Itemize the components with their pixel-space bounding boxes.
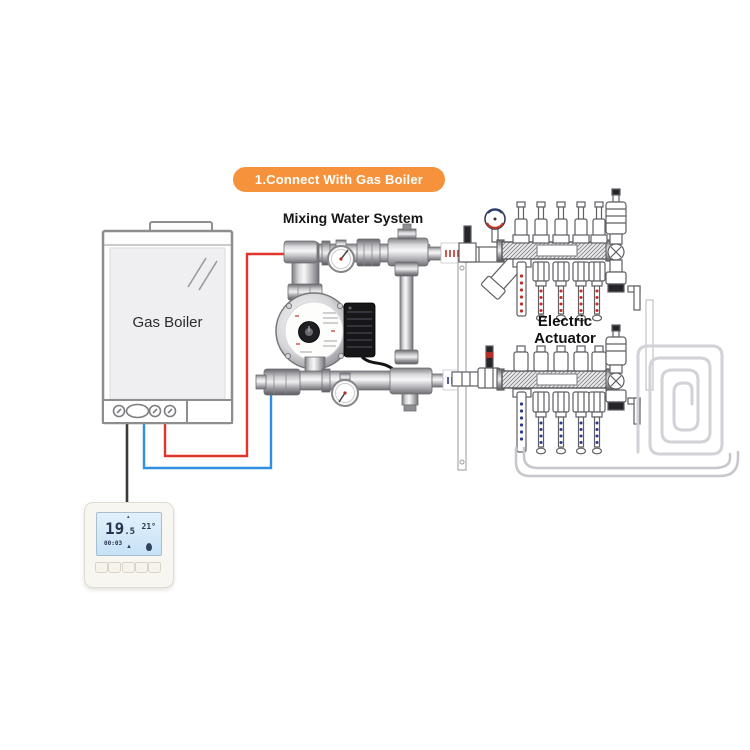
lcd-set-temp: 21° [141,522,156,531]
actuator-tube [512,258,532,317]
air-separator-lower [605,324,641,425]
actuator-tube [588,391,606,455]
boiler-glass-reflection-icon [187,257,218,291]
flow-meter [572,201,590,244]
boiler-control-panel [102,399,233,424]
actuator-tube [512,388,532,453]
step-banner: 1.Connect With Gas Boiler [233,167,445,192]
actuator-tube [572,261,590,322]
electric-actuator-line1: Electric [537,313,593,330]
actuator-tube [552,261,570,322]
actuator-tube [532,391,550,455]
pressure-gauge-icon [484,208,506,243]
thermostat-button [95,562,108,573]
electric-actuator-label: Electric Actuator [505,313,625,348]
sun-icon: ▲ [126,544,132,550]
left-bracket-rail [457,257,467,471]
manifold-assembly [451,188,654,471]
temperature-gauge-top [327,239,355,273]
thermostat-button [121,562,135,573]
droplet-icon [146,543,152,551]
thermostat-button [148,562,161,573]
pump-cable [360,355,395,372]
air-separator-upper [605,188,641,311]
circulation-pump [275,292,353,370]
signal-icon: ▴ [127,514,130,520]
supply-line [163,252,287,458]
bottom-tee [389,367,433,395]
thermostat-buttons [95,562,161,573]
mixing-system-label: Mixing Water System [282,210,424,226]
return-caps [513,345,607,372]
gas-boiler-drawing [101,221,234,425]
thermostat-button [108,562,122,573]
gas-boiler-label: Gas Boiler [132,314,203,331]
floor-heating-coil [636,344,724,456]
inlet-valve-handle [463,225,472,246]
thermostat-button [134,562,148,573]
return-loop-valves [512,388,606,455]
bypass-pipe [394,261,419,365]
flow-meter [532,201,550,244]
actuator-tube [532,261,550,322]
temperature-gauge-bottom [331,372,359,407]
thermostat: ▴ 19.5 21° 00:03 ▲ [84,502,174,588]
flow-meter [552,201,570,244]
electric-actuator-line2: Actuator [534,329,596,347]
lcd-room-temp: 19.5 [105,519,136,538]
actuator-tube [588,261,606,322]
actuator-tube [572,391,590,455]
flow-meter [590,201,608,244]
flow-meter [512,201,530,244]
pump-motor-box [343,302,395,372]
return-valve-handle [485,345,494,369]
return-union-nut [263,368,301,396]
thermostat-screen: ▴ 19.5 21° 00:03 ▲ [96,512,162,556]
loop-return-pipes [514,446,740,478]
flow-meters [512,201,608,244]
lcd-time: 00:03 [104,540,123,547]
return-manifold [451,324,641,455]
mixing-pump-assembly [255,223,466,412]
actuator-tube [552,391,570,455]
supply-loop-valves [512,258,606,322]
